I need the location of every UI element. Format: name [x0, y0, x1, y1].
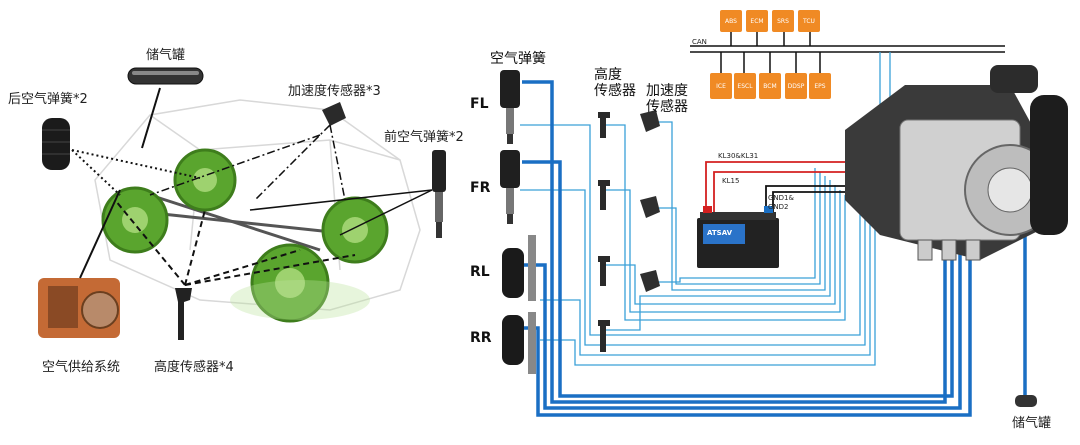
header-air-spring: 空气弹簧: [490, 51, 546, 67]
ecu-abs: ABS: [720, 10, 742, 32]
label-gnd-1: GND1&: [768, 194, 794, 202]
label-can: CAN: [692, 38, 707, 46]
header-accel-1: 加速度: [646, 83, 688, 99]
corner-fl: FL: [470, 96, 489, 112]
can-bus: [690, 32, 1005, 73]
corner-rl: RL: [470, 264, 490, 280]
air-spring-rr: [502, 312, 536, 374]
label-kl30: KL30&KL31: [718, 152, 759, 160]
storage-tank-right-image: [1015, 395, 1037, 407]
accel-sensor-image: [322, 102, 346, 126]
ecu-escl: ESCL: [734, 73, 756, 99]
air-supply-image: [38, 278, 120, 338]
front-air-spring-image: [432, 150, 446, 238]
label-kl15: KL15: [722, 177, 740, 185]
label-height-sensor: 高度传感器*4: [154, 360, 234, 375]
accel-sensor-icons: [640, 110, 660, 292]
ecu-srs: SRS: [772, 10, 794, 32]
ecu-ecm: ECM: [746, 10, 768, 32]
air-spring-rl: [502, 235, 536, 301]
car-diagram: [38, 67, 446, 340]
label-front-air-spring: 前空气弹簧*2: [384, 130, 464, 145]
ecu-tcu: TCU: [798, 10, 820, 32]
ground-glow: [230, 280, 370, 320]
battery-brand: ATSAV: [707, 229, 733, 237]
height-sensor-image: [175, 288, 192, 340]
header-height-sensor-1: 高度: [594, 67, 622, 83]
label-storage-tank: 储气罐: [146, 48, 186, 63]
control-unit-image: [845, 65, 1068, 261]
height-sensor-icons: [598, 112, 610, 352]
label-air-supply: 空气供给系统: [42, 360, 121, 375]
label-accel-sensor: 加速度传感器*3: [288, 84, 381, 99]
ecu-ddsp: DDSP: [785, 73, 807, 99]
header-accel-2: 传感器: [646, 99, 688, 115]
label-storage-tank-right: 储气罐: [1012, 416, 1052, 431]
corner-rr: RR: [470, 330, 492, 346]
ecu-eps: EPS: [809, 73, 831, 99]
label-rear-air-spring: 后空气弹簧*2: [8, 92, 88, 107]
label-gnd-2: GND2: [768, 203, 789, 211]
air-spring-fr: [500, 150, 520, 224]
air-spring-fl: [500, 70, 520, 144]
wheel-front-right: [321, 196, 389, 264]
header-height-sensor-2: 传感器: [594, 83, 636, 99]
ecu-ice: ICE: [710, 73, 732, 99]
rear-air-spring-image: [42, 118, 70, 170]
ecu-bcm: BCM: [759, 73, 781, 99]
corner-fr: FR: [470, 180, 491, 196]
battery-image: [697, 206, 779, 268]
